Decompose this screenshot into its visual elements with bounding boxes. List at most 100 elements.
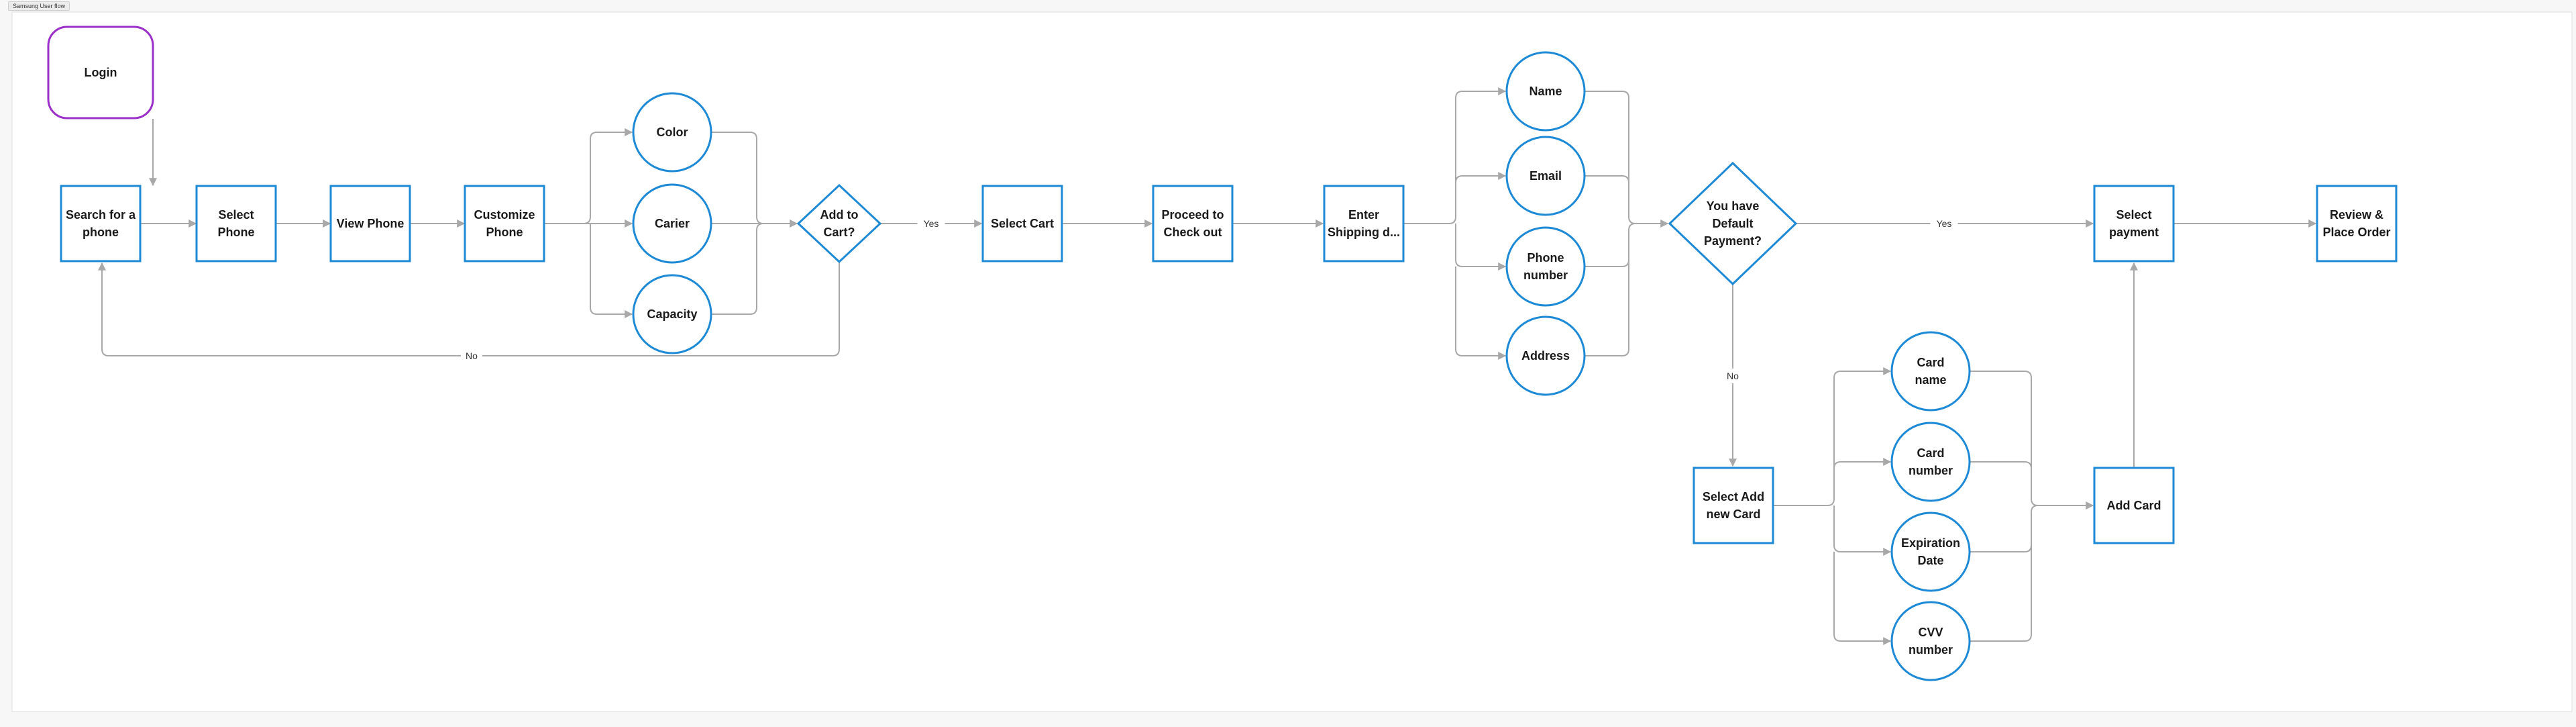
node-shape-email: [1505, 136, 1586, 216]
node-shape-default-payment: [1668, 161, 1798, 286]
node-address[interactable]: Address: [1505, 316, 1586, 396]
node-label: Cart?: [823, 226, 855, 239]
node-label: Email: [1529, 169, 1562, 183]
node-checkout[interactable]: Proceed to Check out: [1152, 185, 1234, 262]
node-label: Date: [1917, 554, 1943, 567]
node-email[interactable]: Email: [1505, 136, 1586, 216]
connector-cardnumber-merge[interactable]: [1970, 461, 2032, 469]
node-label: Phone: [217, 226, 254, 239]
frame-title[interactable]: Samsung User flow: [8, 1, 70, 11]
node-shape-review: [2316, 185, 2398, 262]
node-carier[interactable]: Carier: [632, 183, 712, 264]
node-label: Select: [218, 208, 254, 222]
node-color[interactable]: Color: [632, 92, 712, 173]
connector-email-merge[interactable]: [1585, 175, 1629, 183]
node-label: Select: [2116, 208, 2151, 222]
node-select-payment[interactable]: Select payment: [2093, 185, 2175, 262]
node-label: Carier: [655, 217, 690, 230]
connectors: [98, 87, 2317, 645]
node-shape-address: [1505, 316, 1586, 396]
node-view-phone[interactable]: View Phone: [329, 185, 411, 262]
connector-newcard-cardname[interactable]: [1773, 367, 1892, 506]
node-label: Payment?: [1704, 234, 1762, 248]
node-shape-expiration: [1890, 512, 1971, 592]
edge-label-payment-yes: Yes: [1930, 216, 1958, 231]
node-label: Shipping d...: [1328, 226, 1400, 239]
node-label: Card: [1917, 356, 1944, 369]
node-label: Select Cart: [991, 217, 1054, 230]
connector-shipping-email[interactable]: [1455, 172, 1507, 183]
connector-shipping-address[interactable]: [1455, 266, 1507, 360]
node-shape-view-phone: [329, 185, 411, 262]
edge-label-text: Yes: [1937, 218, 1952, 229]
node-shape-select-payment: [2093, 185, 2175, 262]
node-label: Place Order: [2322, 226, 2390, 239]
node-shape-add-card: [2093, 467, 2175, 544]
connector-cardname-merge[interactable]: [1970, 371, 2039, 506]
node-label: You have: [1707, 199, 1760, 213]
node-login[interactable]: Login: [47, 26, 154, 119]
node-review[interactable]: Review & Place Order: [2316, 185, 2398, 262]
node-label: Check out: [1163, 226, 1222, 239]
node-shape-login: [47, 26, 154, 119]
node-label: Proceed to: [1161, 208, 1224, 222]
node-label: Review &: [2330, 208, 2383, 222]
node-label: new Card: [1706, 507, 1760, 521]
edge-label-cart-no: No: [461, 348, 482, 363]
node-label: Capacity: [647, 307, 697, 321]
edge-label-payment-no: No: [1722, 369, 1743, 383]
node-shape-checkout: [1152, 185, 1234, 262]
node-shape-customize: [464, 185, 545, 262]
node-shape-select-cart: [981, 185, 1063, 262]
node-add-card[interactable]: Add Card: [2093, 467, 2175, 544]
node-label: Search for a: [66, 208, 136, 222]
connector-newcard-cardnumber[interactable]: [1833, 458, 1892, 469]
node-shape-add-to-cart: [796, 183, 882, 264]
connector-newcard-expiration[interactable]: [1833, 505, 1892, 556]
node-new-card[interactable]: Select Add new Card: [1693, 467, 1774, 544]
node-label: CVV: [1918, 626, 1943, 639]
connector-name-merge[interactable]: [1585, 91, 1636, 224]
node-capacity[interactable]: Capacity: [632, 274, 712, 354]
edge-label-cart-yes: Yes: [917, 216, 945, 231]
node-label: Color: [657, 126, 688, 139]
node-shape-new-card: [1693, 467, 1774, 544]
connector-shipping-phone[interactable]: [1455, 224, 1507, 271]
node-label: Expiration: [1901, 536, 1960, 550]
node-label: Enter: [1348, 208, 1379, 222]
connector-cvv-merge[interactable]: [1970, 505, 2039, 642]
node-label: payment: [2109, 226, 2159, 239]
connector-shipping-name[interactable]: [1403, 87, 1507, 224]
node-label: name: [1915, 373, 1946, 387]
node-label: View Phone: [337, 217, 405, 230]
connector-color-merge[interactable]: [711, 132, 764, 224]
connector-customize-capacity[interactable]: [590, 224, 633, 318]
node-label: Select Add: [1703, 490, 1764, 503]
connector-address-merge[interactable]: [1585, 223, 1636, 356]
node-shape-carier: [632, 183, 712, 264]
edge-label-text: Yes: [924, 218, 939, 229]
node-name[interactable]: Name: [1505, 51, 1586, 132]
node-label: Address: [1521, 349, 1570, 362]
node-shape-card-number: [1890, 422, 1971, 502]
node-label: Default: [1712, 217, 1753, 230]
connector-newcard-cvv[interactable]: [1833, 552, 1892, 645]
node-label: number: [1523, 269, 1568, 282]
node-card-name[interactable]: Card name: [1890, 331, 1971, 411]
node-shape-shipping: [1323, 185, 1405, 262]
connector-capacity-merge[interactable]: [711, 223, 764, 315]
node-select-cart[interactable]: Select Cart: [981, 185, 1063, 262]
